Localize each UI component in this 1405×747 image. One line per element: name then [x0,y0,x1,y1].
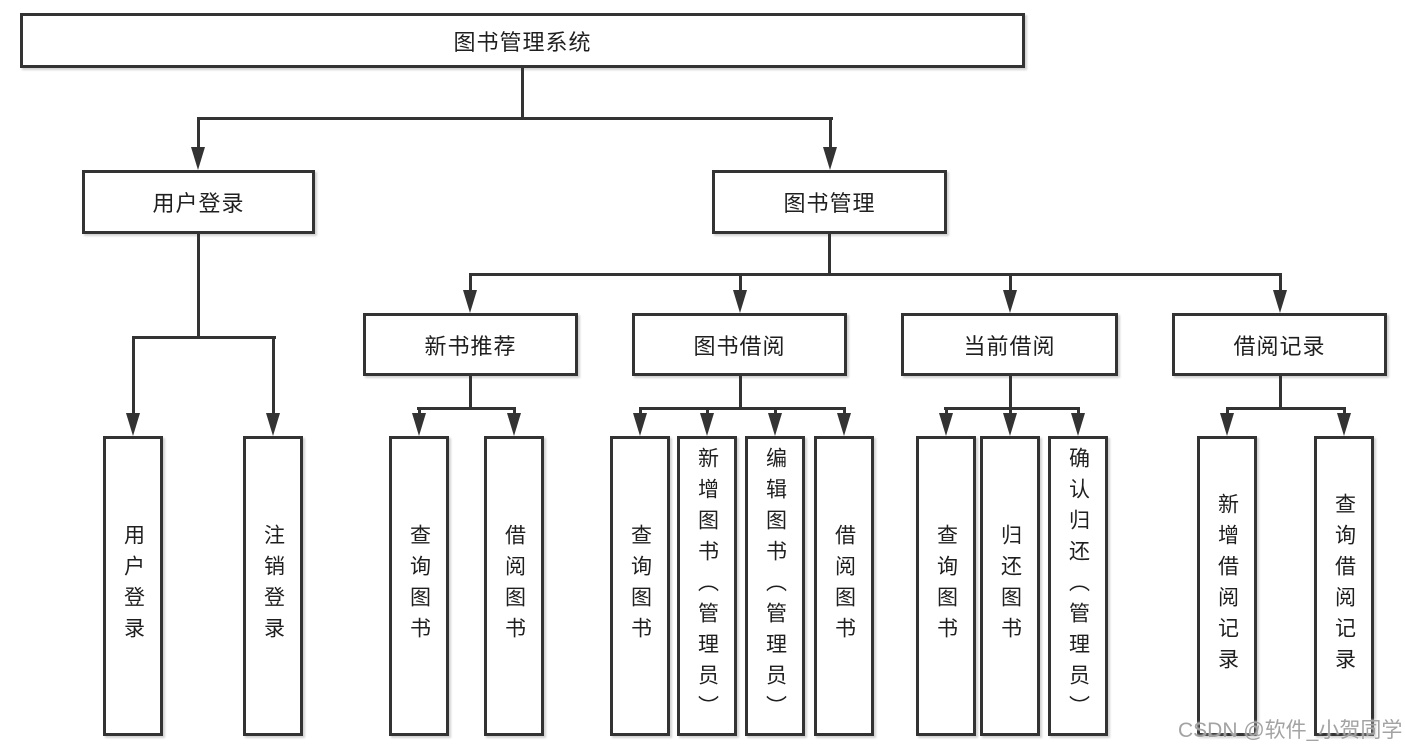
arrow-down-icon [463,290,477,313]
connector-hline [639,407,846,410]
leaf-return-book: 归还图书 [980,436,1040,736]
node-label: 图书管理 [783,191,876,216]
arrow-down-icon [823,147,837,170]
connector-vline [945,407,948,417]
arrow-down-icon [266,413,280,436]
connector-vline [739,273,742,293]
node-user-login: 用户登录 [82,170,315,234]
connector-vline [1343,407,1346,417]
connector-vline [1226,407,1229,417]
connector-vline [132,336,135,415]
leaf-query-book-3: 查询图书 [916,436,976,736]
node-label: 借阅记录 [1233,333,1326,359]
leaf-label: 新增借阅记录 [1215,493,1239,679]
leaf-label: 查询图书 [934,524,958,648]
connector-vline [469,376,472,410]
connector-vline [1009,273,1012,293]
connector-vline [706,407,709,417]
leaf-label: 借阅图书 [502,524,526,648]
node-label: 图书借阅 [693,333,786,359]
arrow-down-icon [1071,413,1085,436]
arrow-down-icon [768,413,782,436]
node-book-management: 图书管理 [712,170,947,234]
connector-vline [197,234,200,338]
connector-vline [739,376,742,410]
connector-hline [417,407,516,410]
leaf-query-book-1: 查询图书 [389,436,449,736]
connector-vline [843,407,846,417]
leaf-label: 注销登录 [261,524,285,648]
connector-vline [639,407,642,417]
node-label: 图书管理系统 [453,29,592,55]
connector-vline [1077,407,1080,417]
leaf-query-borrow-record: 查询借阅记录 [1314,436,1374,736]
leaf-query-book-2: 查询图书 [610,436,670,736]
arrow-down-icon [1273,290,1287,313]
leaf-label: 归还图书 [998,524,1022,648]
connector-hline [1226,407,1346,410]
connector-hline [132,336,276,339]
leaf-label: 查询图书 [407,524,431,648]
arrow-down-icon [733,290,747,313]
leaf-add-borrow-record: 新增借阅记录 [1197,436,1257,736]
connector-vline [418,407,421,417]
node-current-borrow: 当前借阅 [901,313,1118,376]
node-label: 用户登录 [152,191,245,216]
connector-vline [774,407,777,417]
arrow-down-icon [1337,413,1351,436]
node-book-borrow: 图书借阅 [632,313,847,376]
connector-vline [197,117,200,149]
connector-vline [469,273,472,293]
leaf-borrow-book-1: 借阅图书 [484,436,544,736]
arrow-down-icon [1003,413,1017,436]
connector-vline [829,117,832,149]
connector-vline [521,68,524,119]
connector-vline [1009,376,1012,410]
arrow-down-icon [700,413,714,436]
arrow-down-icon [126,413,140,436]
leaf-label: 查询图书 [628,524,652,648]
node-label: 新书推荐 [424,333,517,359]
leaf-label: 新增图书（管理员） [695,446,719,726]
connector-vline [272,336,275,415]
node-root: 图书管理系统 [20,13,1025,68]
connector-vline [1279,273,1282,293]
connector-vline [828,234,831,275]
leaf-label: 确认归还（管理员） [1066,446,1090,726]
leaf-label: 用户登录 [121,524,145,648]
leaf-borrow-book-2: 借阅图书 [814,436,874,736]
arrow-down-icon [1003,290,1017,313]
arrow-down-icon [939,413,953,436]
node-new-book-recommend: 新书推荐 [363,313,578,376]
leaf-label: 查询借阅记录 [1332,493,1356,679]
arrow-down-icon [507,413,521,436]
connector-vline [1009,407,1012,417]
connector-hline [469,273,1282,276]
leaf-label: 编辑图书（管理员） [763,446,787,726]
leaf-label: 借阅图书 [832,524,856,648]
node-borrow-records: 借阅记录 [1172,313,1387,376]
leaf-add-book-admin: 新增图书（管理员） [677,436,737,736]
connector-vline [513,407,516,417]
arrow-down-icon [633,413,647,436]
arrow-down-icon [412,413,426,436]
watermark-text: CSDN @软件_小贺同学 [1178,719,1403,742]
connector-hline [197,117,833,120]
arrow-down-icon [837,413,851,436]
leaf-logout: 注销登录 [243,436,303,736]
leaf-edit-book-admin: 编辑图书（管理员） [745,436,805,736]
leaf-confirm-return-admin: 确认归还（管理员） [1048,436,1108,736]
arrow-down-icon [1220,413,1234,436]
node-label: 当前借阅 [963,333,1056,359]
connector-vline [1279,376,1282,410]
arrow-down-icon [191,147,205,170]
leaf-user-login: 用户登录 [103,436,163,736]
